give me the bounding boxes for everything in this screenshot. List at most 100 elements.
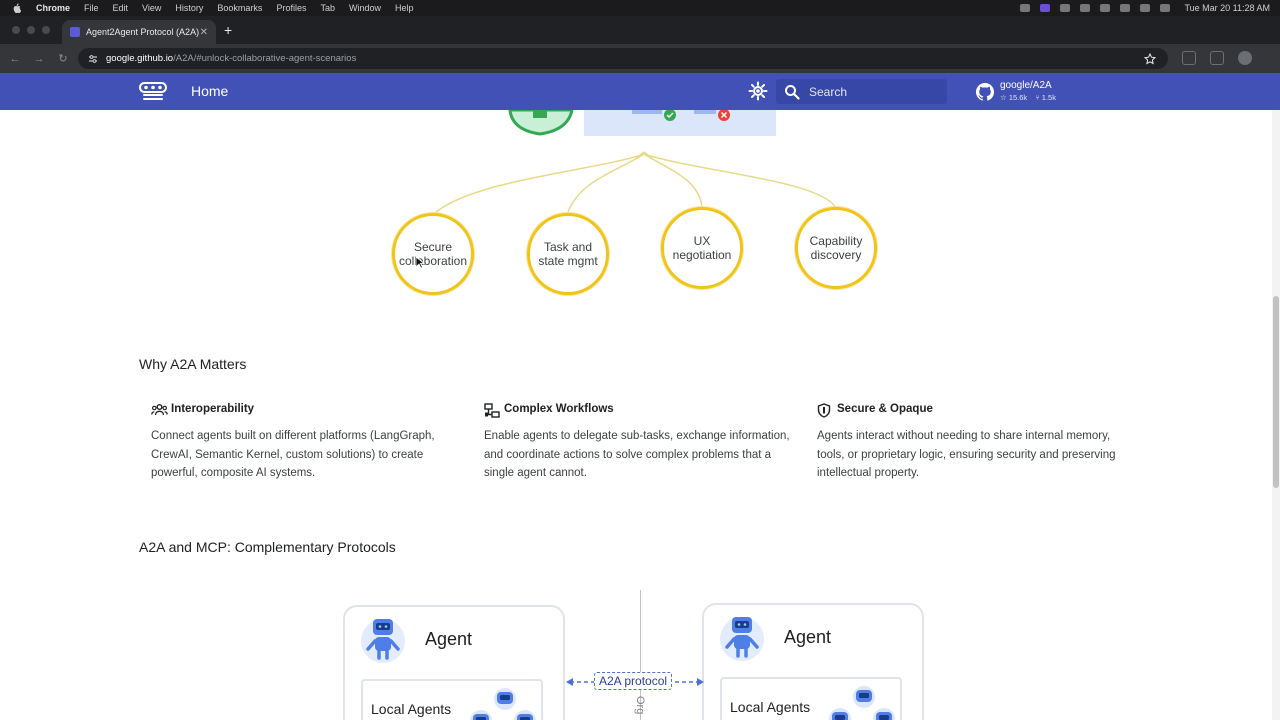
feature-description: Agents interact without needing to share…	[817, 430, 1116, 479]
feature-description: Enable agents to delegate sub-tasks, exc…	[484, 430, 790, 479]
workflow-icon	[484, 403, 500, 418]
feature-title: Interoperability	[171, 403, 255, 415]
browser-toolbar: ← → ↻ google.github.io/A2A/#unlock-colla…	[0, 44, 1280, 73]
feature-title: Secure & Opaque	[837, 403, 933, 415]
address-bar[interactable]: google.github.io/A2A/#unlock-collaborati…	[78, 48, 1168, 69]
tray-icon[interactable]	[1100, 4, 1111, 12]
shield-icon	[817, 403, 833, 418]
forward-arrow-icon[interactable]: →	[33, 52, 45, 65]
site-search-box[interactable]	[776, 79, 947, 104]
url-host: google.github.io	[106, 53, 174, 64]
star-icon: ☆	[1000, 93, 1007, 102]
agent-label: Agent	[784, 627, 832, 647]
feature-title: Complex Workflows	[504, 403, 614, 415]
repo-name: google/A2A	[1000, 80, 1052, 91]
site-header: Home google/A2A ☆ 15.6k ⑂ 1.5k	[0, 73, 1280, 110]
local-agents-box: Local Agents	[720, 677, 902, 720]
forks-count: ⑂ 1.5k	[1035, 93, 1056, 102]
tab-title: Agent2Agent Protocol (A2A)	[86, 27, 200, 37]
tab-close-icon[interactable]: ✕	[199, 26, 208, 38]
people-icon	[151, 403, 168, 417]
menu-window[interactable]: Window	[348, 3, 381, 13]
a2a-protocol-label: A2A protocol	[594, 672, 673, 690]
reload-icon[interactable]: ↻	[58, 53, 68, 65]
feature-complex-workflows: Complex Workflows Enable agents to deleg…	[484, 392, 800, 496]
a2a-logo-icon[interactable]	[138, 81, 168, 103]
wifi-icon[interactable]	[1140, 4, 1151, 12]
minimize-window-button[interactable]	[27, 26, 35, 34]
browser-tab-strip: Agent2Agent Protocol (A2A) ✕ +	[0, 16, 1280, 44]
menu-view[interactable]: View	[142, 3, 162, 13]
browser-tab-active[interactable]: Agent2Agent Protocol (A2A) ✕	[62, 20, 216, 44]
local-agents-robots-icon	[467, 687, 539, 720]
tray-icon[interactable]	[1020, 4, 1031, 12]
home-link[interactable]: Home	[191, 83, 229, 99]
github-repo-link[interactable]: google/A2A ☆ 15.6k ⑂ 1.5k	[976, 80, 1096, 106]
favicon-icon	[70, 27, 80, 37]
feature-description: Connect agents built on different platfo…	[151, 430, 435, 479]
org-boundary-line	[640, 590, 641, 720]
menu-bookmarks[interactable]: Bookmarks	[217, 3, 263, 13]
close-window-button[interactable]	[12, 26, 20, 34]
theme-toggle-sun-icon[interactable]	[748, 81, 768, 101]
agent-card-right: Agent Local Agents	[702, 603, 924, 720]
fork-icon: ⑂	[1035, 93, 1040, 102]
window-controls	[12, 26, 50, 34]
menu-edit[interactable]: Edit	[112, 3, 129, 13]
robot-icon	[359, 613, 407, 663]
org-boundary-label: Org	[634, 696, 646, 715]
agent-card-left: Agent Local Agents	[343, 605, 565, 720]
diagram-panel	[584, 110, 776, 136]
local-agents-label: Local Agents	[730, 699, 811, 715]
section-heading-why-a2a: Why A2A Matters	[139, 356, 247, 372]
tray-icon[interactable]	[1120, 4, 1131, 12]
menu-tab[interactable]: Tab	[320, 3, 335, 13]
new-tab-button[interactable]: +	[224, 22, 233, 38]
menu-bar-clock[interactable]: Tue Mar 20 11:28 AM	[1184, 3, 1270, 13]
extensions-icon[interactable]	[1182, 51, 1196, 65]
zoom-window-button[interactable]	[42, 26, 50, 34]
apple-icon[interactable]	[12, 3, 22, 13]
feature-interoperability: Interoperability Connect agents built on…	[151, 392, 467, 496]
local-agents-box: Local Agents	[361, 679, 543, 720]
back-arrow-icon[interactable]: ←	[9, 52, 21, 65]
menu-help[interactable]: Help	[394, 3, 414, 13]
tray-icon[interactable]	[1080, 4, 1091, 12]
profile-avatar[interactable]	[1238, 51, 1252, 65]
tray-icon[interactable]	[1060, 4, 1071, 12]
menu-app-chrome[interactable]: Chrome	[36, 3, 71, 13]
menu-file[interactable]: File	[84, 3, 99, 13]
scrollbar-thumb[interactable]	[1273, 296, 1279, 488]
search-input[interactable]	[809, 84, 939, 99]
menu-history[interactable]: History	[175, 3, 204, 13]
search-icon[interactable]	[784, 84, 800, 100]
robot-icon	[718, 611, 766, 661]
local-agents-robots-icon	[826, 685, 898, 720]
github-icon	[976, 83, 995, 101]
diagram-connectors	[433, 110, 837, 215]
menu-profiles[interactable]: Profiles	[276, 3, 307, 13]
media-icon[interactable]	[1210, 51, 1224, 65]
macos-menu-bar: Chrome File Edit View History Bookmarks …	[0, 0, 1280, 16]
local-agents-label: Local Agents	[371, 701, 452, 717]
status-tray: Tue Mar 20 11:28 AM	[1020, 0, 1270, 16]
agent-label: Agent	[425, 629, 473, 649]
stars-count: ☆ 15.6k	[1000, 93, 1028, 102]
toolbar-actions	[1182, 51, 1252, 65]
tray-icon[interactable]	[1040, 4, 1051, 12]
control-center-icon[interactable]	[1160, 4, 1171, 12]
url-path: /A2A/#unlock-collaborative-agent-scenari…	[173, 53, 357, 64]
repo-stats: ☆ 15.6k ⑂ 1.5k	[1000, 93, 1056, 102]
robot-icon	[508, 110, 574, 136]
page-scrollbar[interactable]	[1272, 110, 1280, 720]
site-settings-icon[interactable]	[88, 54, 98, 64]
bookmark-star-icon[interactable]	[1143, 52, 1157, 65]
section-heading-a2a-mcp: A2A and MCP: Complementary Protocols	[139, 539, 396, 555]
